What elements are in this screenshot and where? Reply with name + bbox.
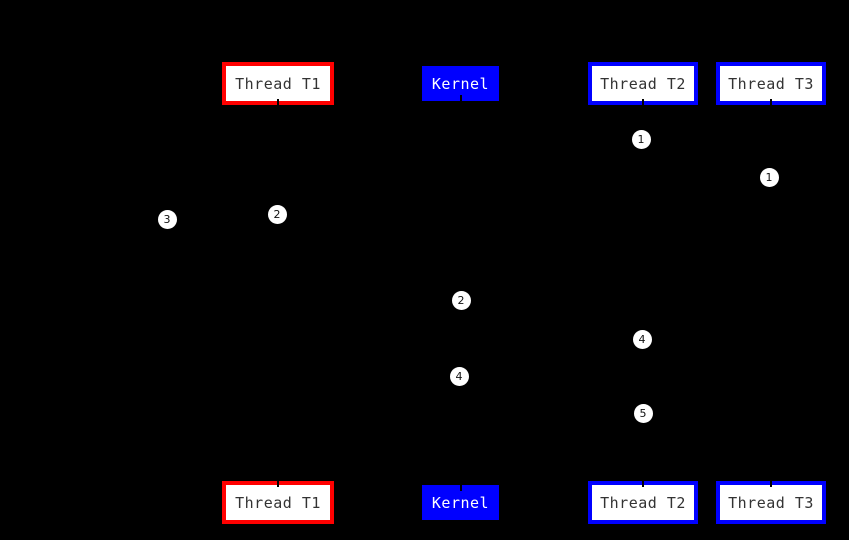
- sequence-marker-3: 3: [157, 209, 177, 229]
- sequence-marker-1: 1: [631, 129, 651, 149]
- participant-label: Kernel: [431, 74, 490, 93]
- lifeline-stub-t2: [642, 99, 644, 105]
- lifeline-t1: [278, 105, 279, 481]
- participant-label: Thread T1: [235, 493, 321, 512]
- participant-box-kernel[interactable]: Kernel: [422, 66, 499, 101]
- participant-box-t3b[interactable]: Thread T3: [716, 481, 826, 524]
- lifeline-stub-t2b: [642, 481, 644, 487]
- sequence-marker-5: 5: [633, 403, 653, 423]
- participant-box-t2b[interactable]: Thread T2: [588, 481, 698, 524]
- lifeline-stub-kernel: [459, 95, 462, 101]
- lifeline-stub-kernelb: [459, 485, 462, 491]
- participant-label: Thread T2: [600, 493, 686, 512]
- sequence-marker-1: 1: [759, 167, 779, 187]
- lifeline-t2: [643, 105, 644, 481]
- participant-label: Thread T1: [235, 74, 321, 93]
- participant-label: Thread T3: [728, 74, 814, 93]
- lifeline-stub-t3b: [770, 481, 772, 487]
- participant-label: Kernel: [431, 493, 490, 512]
- lifeline-t3: [771, 105, 772, 481]
- sequence-marker-2: 2: [451, 290, 471, 310]
- participant-label: Thread T3: [728, 493, 814, 512]
- participant-label: Thread T2: [600, 74, 686, 93]
- lifeline-stub-t3: [770, 99, 772, 105]
- lifeline-stub-t1: [277, 99, 279, 105]
- lifeline-stub-t1b: [277, 481, 279, 487]
- sequence-marker-4: 4: [632, 329, 652, 349]
- participant-box-t1b[interactable]: Thread T1: [222, 481, 334, 524]
- sequence-marker-2: 2: [267, 204, 287, 224]
- sequence-marker-4: 4: [449, 366, 469, 386]
